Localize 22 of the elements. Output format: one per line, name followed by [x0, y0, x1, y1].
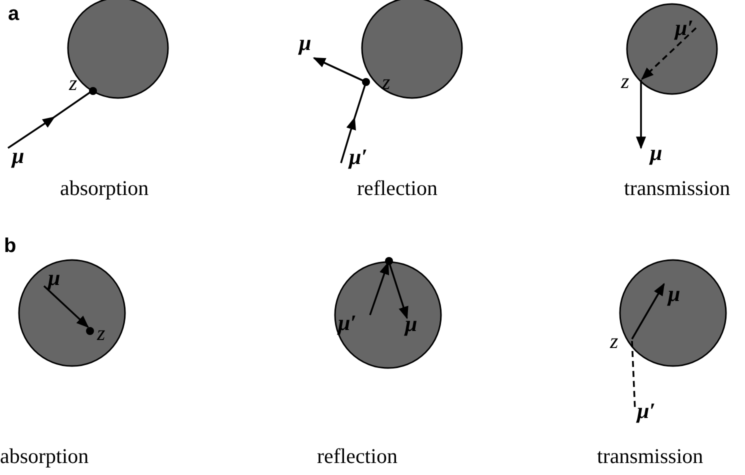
- symbol-label: μ′: [675, 17, 694, 39]
- caption: absorption: [0, 446, 89, 467]
- caption: transmission: [597, 446, 704, 467]
- panel-letter: a: [8, 4, 20, 24]
- variable-label: z: [621, 71, 630, 92]
- symbol-label: μ′: [349, 146, 368, 168]
- variable-label: z: [97, 323, 106, 344]
- symbol-label: μ: [405, 313, 418, 335]
- symbol-label: μ: [299, 32, 312, 54]
- symbol-label: μ: [668, 283, 680, 305]
- variable-label: z: [610, 331, 618, 352]
- caption: transmission: [624, 178, 730, 199]
- variable-label: z: [69, 73, 78, 94]
- symbol-label: μ: [650, 142, 662, 164]
- symbol-label: μ: [48, 267, 60, 289]
- symbol-label: μ′: [338, 312, 356, 334]
- symbol-label: μ: [12, 145, 24, 167]
- caption: reflection: [317, 446, 398, 467]
- symbol-label: μ′: [637, 400, 656, 422]
- panel-letter: b: [4, 236, 16, 256]
- caption: absorption: [60, 178, 149, 199]
- caption: reflection: [357, 178, 438, 199]
